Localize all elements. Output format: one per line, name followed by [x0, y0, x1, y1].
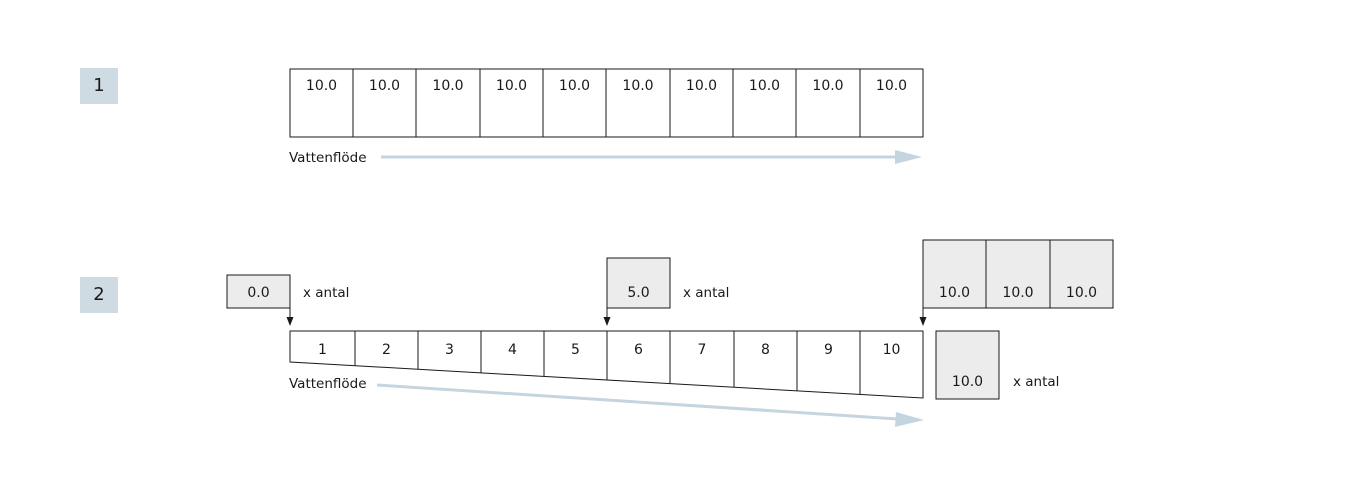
flow-arrow-2: [376, 383, 899, 421]
inlet-end-single-box: [935, 330, 1000, 400]
inlet-end-stack-box: [922, 239, 1114, 309]
inlet-end-stack-value: 10.0: [1002, 285, 1033, 301]
section-number: 9: [824, 342, 833, 358]
inlet-end-count-label: x antal: [1013, 374, 1059, 390]
section-number: 8: [761, 342, 770, 358]
inlet-start-box: [226, 274, 291, 309]
inlet-end-arrowhead: [919, 317, 927, 326]
flow-arrowhead-1: [895, 150, 922, 164]
section-number: 10: [883, 342, 901, 358]
channel-1-dividers: [352, 69, 861, 137]
section-number: 7: [698, 342, 707, 358]
section-number: 5: [571, 342, 580, 358]
section-number: 1: [318, 342, 327, 358]
cell-value: 10.0: [496, 78, 527, 94]
inlet-mid-value: 5.0: [627, 285, 649, 301]
inlet-start-value: 0.0: [247, 285, 269, 301]
cell-value: 10.0: [559, 78, 590, 94]
inlet-end-stack-value: 10.0: [939, 285, 970, 301]
step-1-badge: 1: [80, 68, 118, 104]
inlet-start-arrowhead: [286, 317, 294, 326]
inlet-mid-arrowhead: [603, 317, 611, 326]
section-number: 6: [634, 342, 643, 358]
cell-value: 10.0: [749, 78, 780, 94]
inlet-mid-box: [606, 257, 671, 309]
cell-value: 10.0: [622, 78, 653, 94]
section-number: 2: [382, 342, 391, 358]
inlet-end-stack-value: 10.0: [1066, 285, 1097, 301]
cell-value: 10.0: [812, 78, 843, 94]
flow-label: Vattenflöde: [289, 150, 367, 166]
diagram-2: 1 2 3 4 5 6 7 8 9 10 0.0 x antal 5.0 x a…: [226, 239, 1114, 427]
step-2-badge: 2: [80, 277, 118, 313]
section-number: 4: [508, 342, 517, 358]
inlet-mid-count-label: x antal: [683, 285, 729, 301]
section-number: 3: [445, 342, 454, 358]
inlet-start-count-label: x antal: [303, 285, 349, 301]
flow-arrowhead-2: [895, 412, 924, 427]
cell-value: 10.0: [876, 78, 907, 94]
inlet-end-single-value: 10.0: [952, 374, 983, 390]
cell-value: 10.0: [686, 78, 717, 94]
diagram-1: 10.0 10.0 10.0 10.0 10.0 10.0 10.0 10.0 …: [289, 68, 924, 166]
channel-2-dividers: [354, 331, 861, 395]
cell-value: 10.0: [306, 78, 337, 94]
cell-value: 10.0: [369, 78, 400, 94]
flow-label: Vattenflöde: [289, 376, 367, 392]
cell-value: 10.0: [432, 78, 463, 94]
